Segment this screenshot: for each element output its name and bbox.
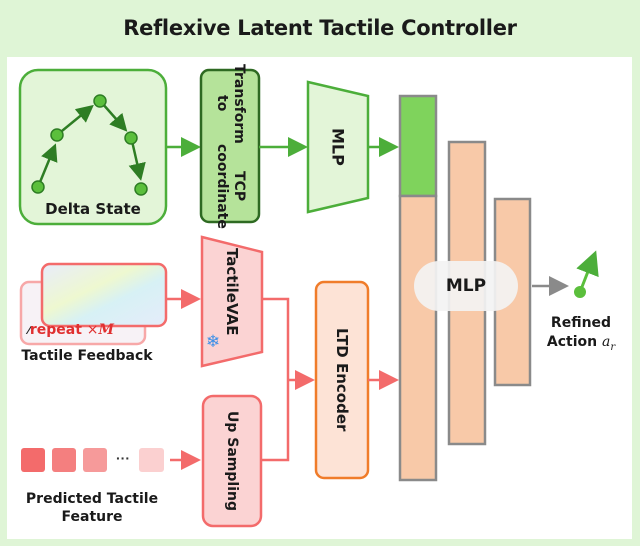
ellipsis-icon: ··· (116, 450, 130, 466)
refined-action-icon (574, 250, 599, 298)
mlp-main-label: MLP (445, 276, 487, 296)
ltd-encoder-label: LTD Encoder (333, 328, 351, 432)
feature-token (139, 448, 164, 472)
tactile-vae-label: Tactile VAE (202, 248, 262, 336)
refined-action-line1: Refined (550, 315, 612, 331)
predicted-feature-line1: Predicted Tactile (25, 491, 159, 507)
feature-token (52, 448, 76, 472)
tactile-feedback-images (19, 262, 168, 346)
action-symbol: a (601, 334, 611, 350)
transform-label-line1: Transform to (214, 63, 247, 144)
connector-upsampling (262, 380, 290, 462)
repeat-text: repeat (29, 322, 82, 338)
transform-label: Transform to TCP coordinate (201, 64, 259, 229)
tactile-vae-trapezoid (200, 235, 264, 368)
snowflake-icon: ❄ (205, 332, 221, 351)
tactile-feedback-label: Tactile Feedback (21, 348, 153, 364)
predicted-feature-label: Predicted Tactile Feature (10, 490, 174, 526)
repeat-dots-icon: ⁄ (28, 324, 30, 337)
trajectory-icon (31, 94, 148, 196)
predicted-feature-tokens (21, 448, 164, 472)
delta-state-label: Delta State (45, 200, 141, 218)
repeat-annotation: ⁄repeat ×M (28, 322, 114, 338)
feature-token (83, 448, 107, 472)
repeat-variable: M (98, 322, 115, 338)
tactile-vae-line1: Tactile (223, 248, 241, 304)
tactile-image-front (40, 262, 168, 328)
mlp-top-label: MLP (328, 128, 348, 166)
refined-action-label: Refined Action ar (536, 314, 626, 357)
feature-column-1 (398, 194, 438, 482)
up-sampling-label: Up Sampling (224, 411, 240, 511)
connector-vae (262, 297, 290, 380)
refined-action-line2: Action (546, 334, 598, 350)
action-subscript: r (610, 341, 616, 353)
mlp-top-trapezoid (306, 80, 370, 214)
up-sampling-box (201, 394, 263, 528)
predicted-feature-line2: Feature (61, 509, 123, 525)
transform-label-line2: TCP coordinate (214, 143, 247, 229)
mlp-main-pill (414, 261, 518, 311)
times-symbol: × (86, 322, 99, 338)
diagram-title: Reflexive Latent Tactile Controller (123, 16, 517, 40)
feature-column-green (398, 94, 438, 198)
tactile-vae-line2: VAE (223, 303, 241, 336)
feature-token (21, 448, 45, 472)
